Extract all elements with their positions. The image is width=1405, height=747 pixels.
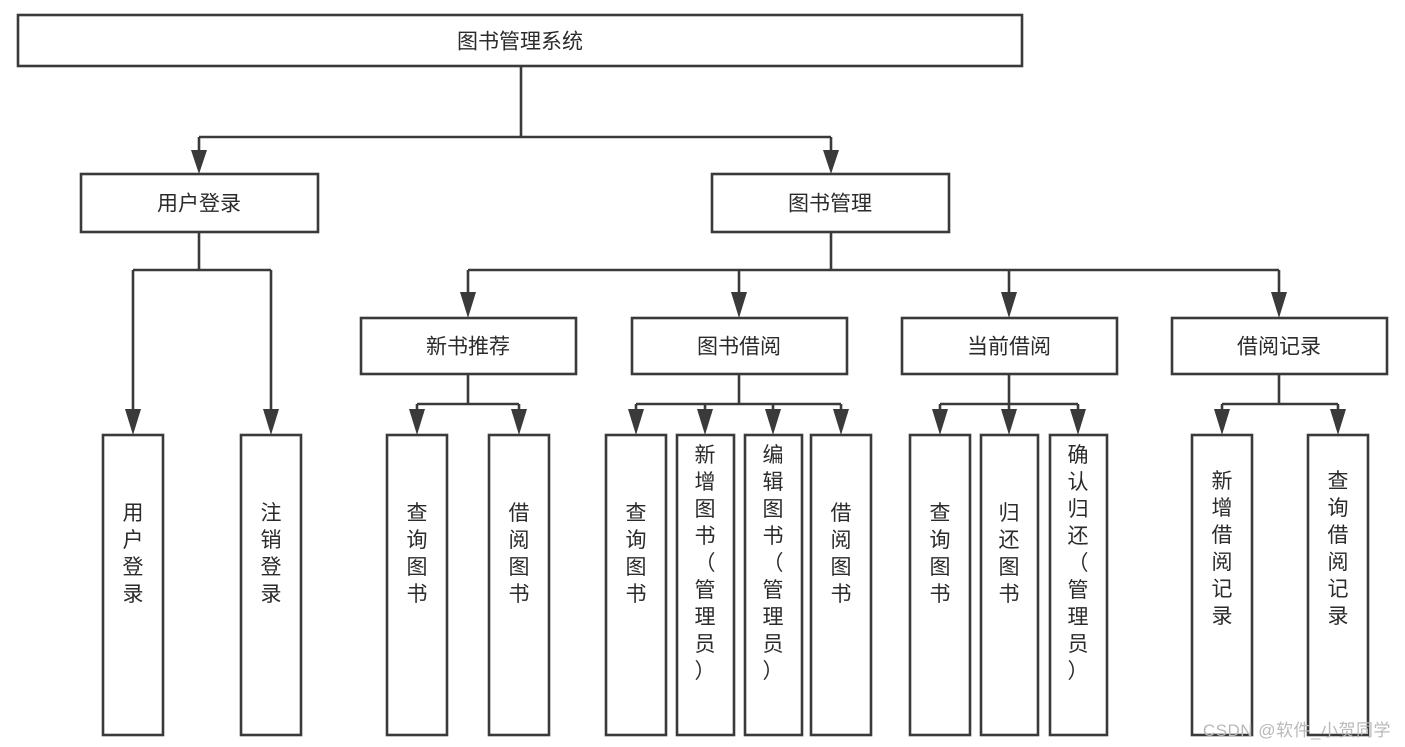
arrowhead-leaf-add-book-admin (697, 409, 713, 435)
node-leaf-confirm-return-admin[interactable]: 确认归还（管理员） (1048, 433, 1109, 737)
node-leaf-borrow-book-1[interactable]: 借阅图书 (487, 433, 551, 737)
node-user-login-box[interactable] (79, 172, 320, 234)
node-leaf-add-book-admin[interactable]: 新增图书（管理员） (675, 433, 736, 737)
node-root[interactable]: 图书管理系统 (16, 13, 1024, 68)
node-leaf-add-borrow-record-box[interactable] (1190, 433, 1254, 737)
node-root-label: 图书管理系统 (457, 31, 583, 54)
node-leaf-query-borrow-record-label: 查询借阅记录 (1328, 470, 1349, 628)
node-leaf-add-borrow-record[interactable]: 新增借阅记录 (1190, 433, 1254, 737)
arrowhead-leaf-borrow-book-1 (511, 409, 527, 435)
node-leaf-query-book-3-label: 查询图书 (930, 502, 951, 606)
node-leaf-return-book[interactable]: 归还图书 (979, 433, 1040, 737)
node-leaf-return-book-label: 归还图书 (999, 502, 1020, 606)
arrowhead-leaf-borrow-book-2 (833, 409, 849, 435)
node-leaf-add-borrow-record-label: 新增借阅记录 (1212, 470, 1233, 628)
node-leaf-borrow-book-2[interactable]: 借阅图书 (809, 433, 873, 737)
node-new-book-recommend-box[interactable] (359, 316, 578, 376)
node-leaf-query-book-1-box[interactable] (385, 433, 449, 737)
node-leaf-confirm-return-admin-box[interactable] (1048, 433, 1109, 737)
arrowhead-leaf-query-borrow-record (1330, 409, 1346, 435)
node-leaf-borrow-book-2-box[interactable] (809, 433, 873, 737)
node-leaf-borrow-book-1-label: 借阅图书 (509, 502, 530, 606)
node-leaf-logout-login-box[interactable] (239, 433, 303, 737)
arrowhead-leaf-user-login (125, 409, 141, 435)
node-borrow-record-box[interactable] (1170, 316, 1389, 376)
node-leaf-query-book-3-box[interactable] (908, 433, 972, 737)
arrowhead-book-manage (823, 150, 839, 174)
arrowhead-current-borrow (1001, 292, 1017, 318)
node-new-book-recommend[interactable]: 新书推荐 (359, 316, 578, 376)
arrowhead-leaf-logout-login (263, 409, 279, 435)
node-leaf-query-borrow-record[interactable]: 查询借阅记录 (1306, 433, 1370, 737)
csdn-watermark: CSDN @软件_小贺同学 (1202, 721, 1391, 740)
arrowhead-new-book-recommend (460, 292, 476, 318)
node-user-login-label: 用户登录 (157, 193, 241, 216)
node-book-borrow-label: 图书借阅 (697, 336, 781, 359)
node-leaf-query-book-1[interactable]: 查询图书 (385, 433, 449, 737)
node-leaf-add-book-admin-box[interactable] (675, 433, 736, 737)
arrowhead-borrow-record (1271, 292, 1287, 318)
arrowhead-leaf-confirm-return-admin (1070, 409, 1086, 435)
node-book-borrow[interactable]: 图书借阅 (630, 316, 849, 376)
node-leaf-user-login-box[interactable] (101, 433, 165, 737)
node-book-manage-label: 图书管理 (788, 193, 872, 216)
arrowhead-leaf-edit-book-admin (765, 409, 781, 435)
node-root-box[interactable] (16, 13, 1024, 68)
node-user-login[interactable]: 用户登录 (79, 172, 320, 234)
arrowhead-book-borrow (731, 292, 747, 318)
node-leaf-add-book-admin-label: 新增图书（管理员） (695, 444, 716, 683)
node-book-manage[interactable]: 图书管理 (710, 172, 951, 234)
node-current-borrow[interactable]: 当前借阅 (900, 316, 1119, 376)
node-leaf-query-book-2-label: 查询图书 (626, 502, 647, 606)
node-leaf-query-book-2[interactable]: 查询图书 (604, 433, 668, 737)
arrowhead-leaf-query-book-2 (628, 409, 644, 435)
node-leaf-borrow-book-2-label: 借阅图书 (831, 502, 852, 606)
node-leaf-logout-login-label: 注销登录 (261, 502, 282, 606)
arrowhead-leaf-add-borrow-record (1214, 409, 1230, 435)
node-leaf-query-borrow-record-box[interactable] (1306, 433, 1370, 737)
connectors-layer (125, 66, 1346, 435)
node-book-borrow-box[interactable] (630, 316, 849, 376)
node-borrow-record-label: 借阅记录 (1237, 336, 1321, 359)
node-leaf-edit-book-admin-label: 编辑图书（管理员） (763, 444, 784, 683)
arrowhead-user-login (191, 150, 207, 174)
node-borrow-record[interactable]: 借阅记录 (1170, 316, 1389, 376)
node-leaf-borrow-book-1-box[interactable] (487, 433, 551, 737)
arrowhead-leaf-return-book (1001, 409, 1017, 435)
node-leaf-logout-login[interactable]: 注销登录 (239, 433, 303, 737)
node-current-borrow-box[interactable] (900, 316, 1119, 376)
node-leaf-user-login-label: 用户登录 (123, 502, 144, 606)
node-new-book-recommend-label: 新书推荐 (426, 336, 510, 359)
node-leaf-edit-book-admin-box[interactable] (743, 433, 804, 737)
node-leaf-user-login[interactable]: 用户登录 (101, 433, 165, 737)
arrowhead-leaf-query-book-1 (409, 409, 425, 435)
node-book-manage-box[interactable] (710, 172, 951, 234)
arrowhead-leaf-query-book-3 (932, 409, 948, 435)
node-leaf-return-book-box[interactable] (979, 433, 1040, 737)
node-leaf-confirm-return-admin-label: 确认归还（管理员） (1068, 444, 1089, 683)
node-leaf-query-book-2-box[interactable] (604, 433, 668, 737)
node-leaf-query-book-3[interactable]: 查询图书 (908, 433, 972, 737)
node-current-borrow-label: 当前借阅 (967, 336, 1051, 359)
node-leaf-edit-book-admin[interactable]: 编辑图书（管理员） (743, 433, 804, 737)
node-leaf-query-book-1-label: 查询图书 (407, 502, 428, 606)
